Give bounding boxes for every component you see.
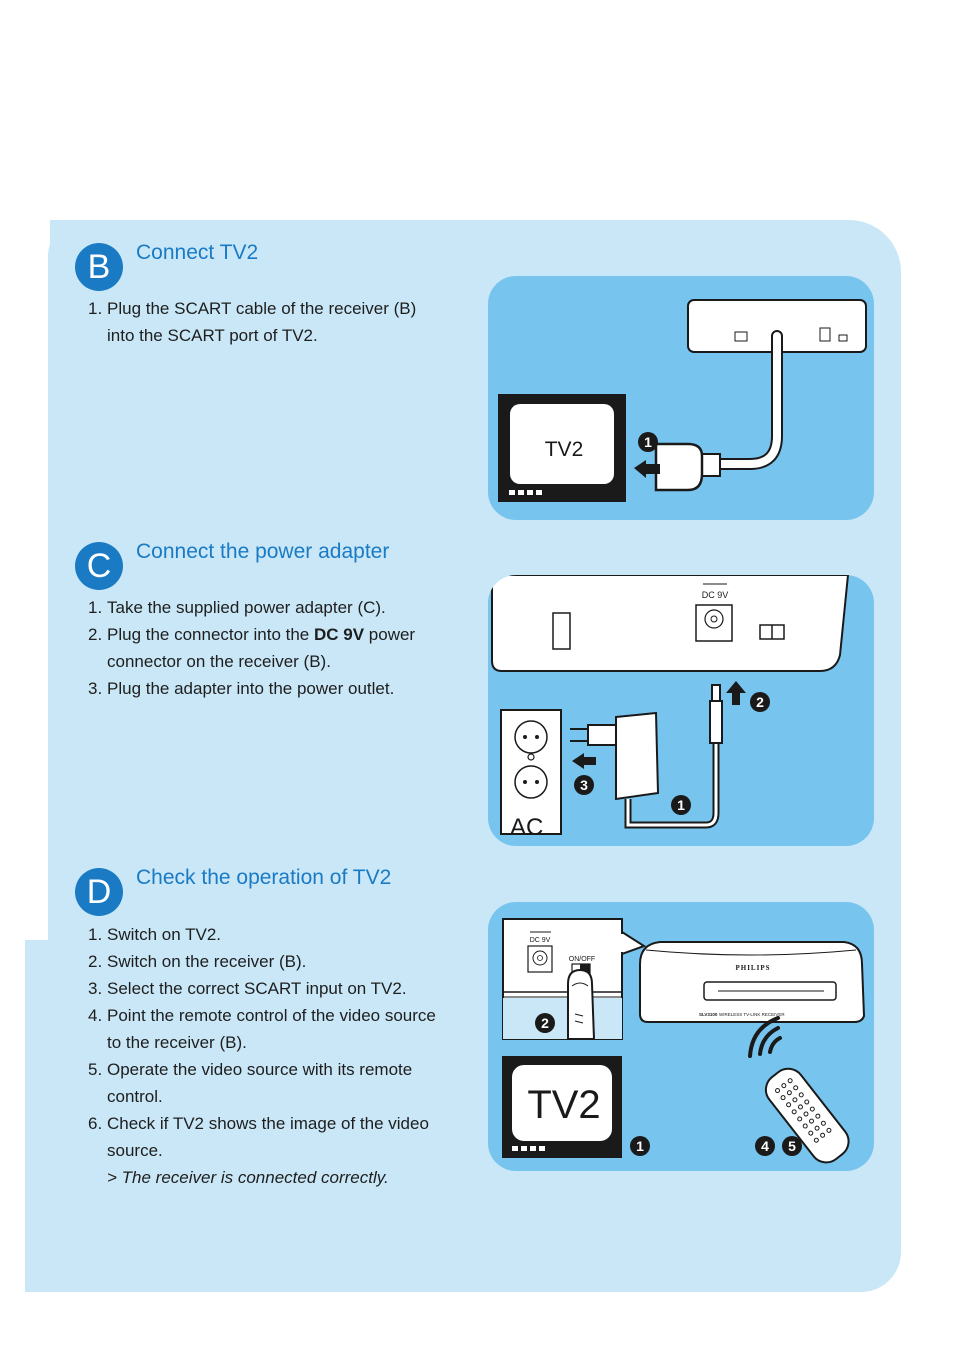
section-d-illustration: DC 9V ON/OFF 2 PHILIPS SLV3100 WIRELESS … (488, 902, 874, 1171)
section-d-steps: 1.Switch on TV2. 2.Switch on the receive… (88, 921, 453, 1191)
panel-notch (25, 220, 50, 940)
section-c-badge: C (75, 542, 123, 590)
scart-plug (654, 442, 704, 492)
svg-text:5: 5 (788, 1138, 796, 1154)
list-item: 3.Select the correct SCART input on TV2. (88, 979, 407, 998)
list-item: 4.Point the remote control of the video … (88, 1006, 436, 1052)
callout-badge (574, 775, 594, 795)
callout-badge (782, 1136, 802, 1156)
list-item: 2.Plug the connector into the DC 9V powe… (88, 625, 416, 671)
section-c-illustration: DC 9V 2 3 1 AC (488, 575, 874, 846)
callout-badge (638, 432, 658, 452)
svg-text:1: 1 (644, 434, 652, 450)
list-item: 1.Plug the SCART cable of the receiver (… (88, 299, 417, 345)
list-item: 5.Operate the video source with its remo… (88, 1060, 413, 1106)
dc-label: DC 9V (702, 590, 729, 600)
dc-port (527, 945, 553, 973)
receiver-port-icon (734, 331, 748, 342)
svg-text:3: 3 (580, 777, 588, 793)
receiver-closeup (491, 575, 850, 672)
tv-label: TV2 (527, 1083, 600, 1127)
finger-icon (567, 968, 596, 1040)
section-b-title: Connect TV2 (136, 241, 259, 264)
callout-badge (630, 1136, 650, 1156)
arrow-left-icon (634, 460, 660, 478)
scart-cable (710, 330, 783, 470)
section-c-title: Connect the power adapter (136, 540, 390, 563)
callout-badge (535, 1013, 555, 1033)
section-c-steps: 1.Take the supplied power adapter (C). 2… (88, 594, 453, 702)
list-item: 6.Check if TV2 shows the image of the vi… (88, 1114, 429, 1160)
scart-plug-neck (701, 453, 721, 477)
model-label: SLV3100 (699, 1012, 718, 1017)
section-d-badge: D (75, 868, 123, 916)
list-item: 1.Switch on TV2. (88, 925, 222, 944)
section-b-badge: B (75, 243, 123, 291)
device-desc: WIRELESS TV-LINK RECEIVER (719, 1012, 785, 1017)
list-item: 1.Take the supplied power adapter (C). (88, 598, 386, 617)
section-d-title: Check the operation of TV2 (136, 866, 392, 889)
power-adapter (615, 711, 660, 801)
callout-badge (750, 692, 770, 712)
svg-text:2: 2 (756, 694, 764, 710)
svg-text:1: 1 (677, 797, 685, 813)
section-b-steps: 1.Plug the SCART cable of the receiver (… (88, 295, 448, 349)
callout-badge (755, 1136, 775, 1156)
dc-plug (709, 700, 723, 744)
dc-port-icon (819, 327, 831, 342)
operation-check-diagram: DC 9V ON/OFF 2 PHILIPS SLV3100 WIRELESS … (502, 918, 866, 1164)
section-b-illustration: 1 TV2 (488, 276, 874, 520)
switch-icon (838, 334, 848, 342)
remote-control-icon (764, 1067, 850, 1164)
ac-label: AC (510, 814, 543, 841)
result-note: > The receiver is connected correctly. (107, 1168, 389, 1187)
signal-waves-icon (748, 1016, 782, 1058)
power-adapter-diagram: DC 9V 2 3 1 AC (491, 575, 850, 841)
scart-connection-diagram: 1 TV2 (498, 299, 867, 502)
arrow-left-icon (572, 753, 596, 769)
svg-text:1: 1 (636, 1138, 644, 1154)
dc-label: DC 9V (530, 937, 551, 944)
list-item: 2.Switch on the receiver (B). (88, 952, 307, 971)
svg-text:2: 2 (541, 1015, 549, 1031)
svg-text:4: 4 (761, 1138, 769, 1154)
arrow-up-icon (726, 681, 746, 705)
list-item: 3.Plug the adapter into the power outlet… (88, 679, 395, 698)
dc-port (695, 604, 733, 642)
brand-logo: PHILIPS (735, 964, 770, 972)
tv-label: TV2 (545, 438, 584, 461)
callout-badge (671, 795, 691, 815)
switch-label: ON/OFF (569, 956, 595, 963)
